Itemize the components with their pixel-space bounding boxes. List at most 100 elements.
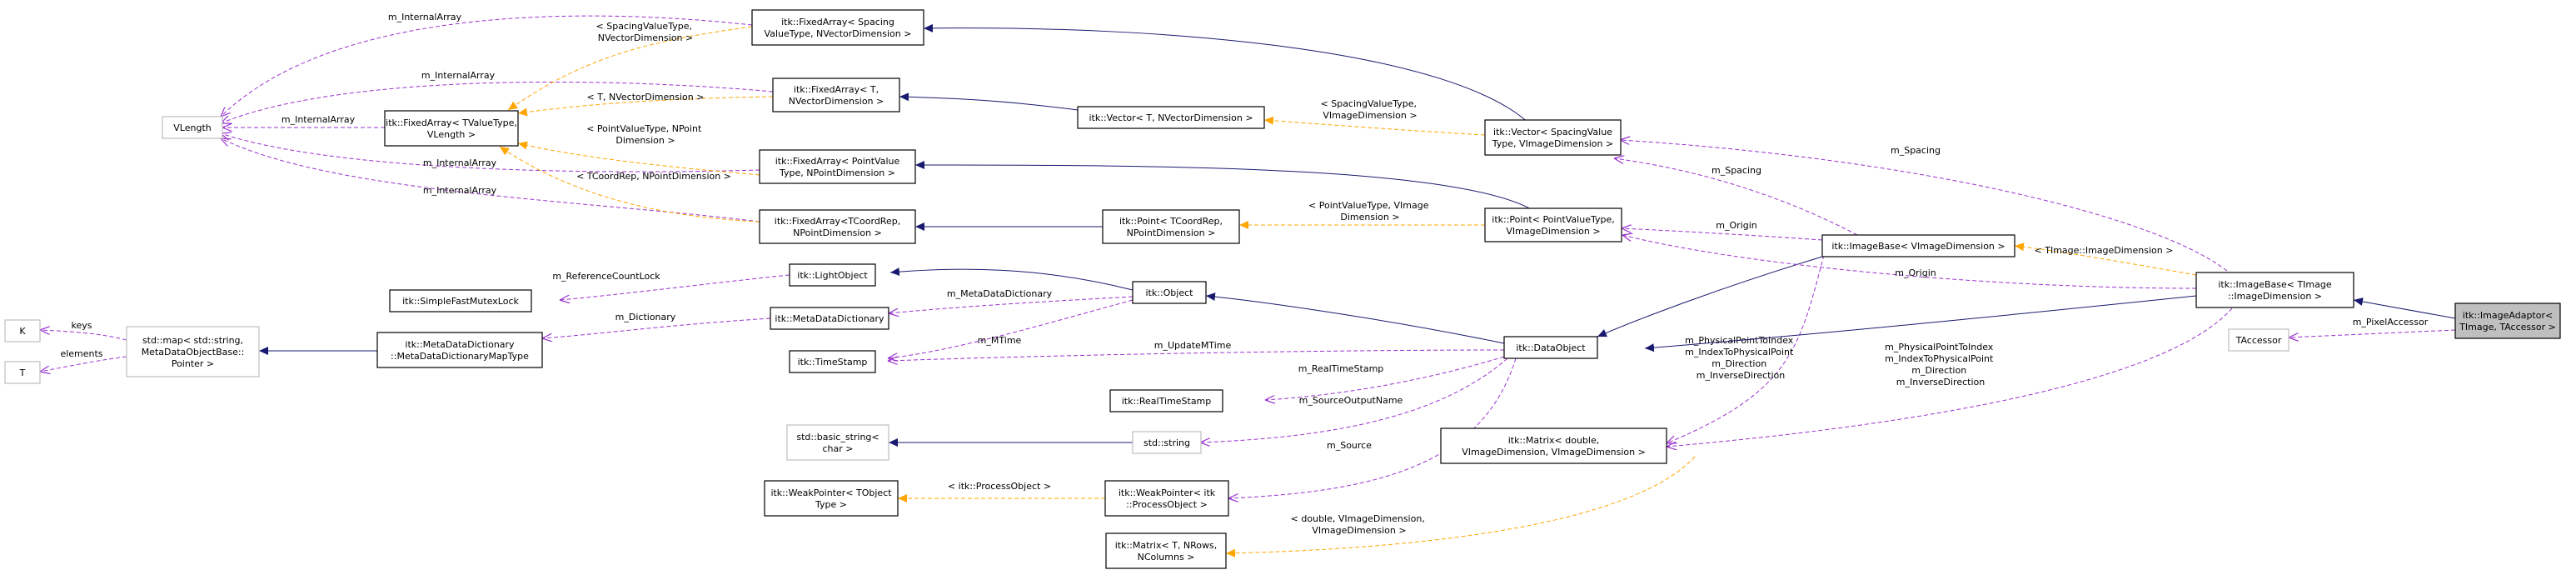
node-fa-t[interactable]: itk::FixedArray< T,NVectorDimension > [772,78,900,112]
label-ia-fa-tcoord: m_InternalArray [423,185,497,196]
node-mddmap[interactable]: itk::MetaDataDictionary::MetaDataDiction… [376,332,543,368]
node-label-line: Pointer > [172,358,214,369]
label-origin-2: m_Origin [1895,268,1936,278]
node-label-line: itk::FixedArray< TValueType, [386,118,517,128]
label-spacing-1: m_Spacing [1712,165,1761,176]
node-label-line: std::basic_string< [796,432,879,442]
node-label-line: itk::MetaDataDictionary [405,339,515,350]
edge-tpl-matrix [1225,456,1696,558]
edge-ia-fa-point [221,133,760,172]
node-label-line: itk::TimeStamp [798,357,868,368]
node-label-line: NPointDimension > [793,228,882,238]
node-imagebase-v[interactable]: itk::ImageBase< VImageDimension > [1821,234,2015,258]
node-label-line: itk::ImageBase< VImageDimension > [1831,241,2005,252]
label-tpl-t: < T, NVectorDimension > [587,92,705,102]
edge-origin-2 [1622,235,2197,289]
node-box [1503,336,1598,359]
node-box [751,9,924,46]
node-label-line: Type, NPointDimension > [779,168,895,178]
label-ia-fa-point: m_InternalArray [423,158,497,168]
label-tpl-matrix: < double, VImageDimension, VImageDimensi… [1291,513,1428,536]
node-dataobject[interactable]: itk::DataObject [1503,336,1598,359]
edge-inherit-vector-spacing [923,23,1533,128]
label-tpl-pt-value: < PointValueType, VImage Dimension > [1308,200,1432,222]
node-object[interactable]: itk::Object [1132,281,1207,304]
node-label-line: VLength > [427,129,476,140]
node-box [126,326,260,378]
edge-elements [40,356,127,372]
edge-pixel-accessor [2289,329,2456,338]
node-k: K [4,319,41,342]
node-fa-point[interactable]: itk::FixedArray< PointValueType, NPointD… [759,149,916,184]
node-box [1109,389,1223,412]
node-matrix-double[interactable]: itk::Matrix< double,VImageDimension, VIm… [1440,428,1667,464]
edge-tpl-imagedim [2014,242,2197,276]
node-box [1105,532,1227,569]
node-label-line: NColumns > [1138,552,1195,562]
edge-dictionary [542,318,771,338]
node-box [1132,431,1202,454]
node-label-line: K [19,326,26,337]
node-label-line: VLength [173,122,211,133]
node-box [764,480,899,517]
label-ref-count-lock: m_ReferenceCountLock [552,271,660,282]
label-meta-data-dict: m_MetaDataDictionary [947,288,1053,299]
edge-tpl-point [517,141,760,176]
label-tpl-tcoord: < TCoordRep, NPointDimension > [576,171,731,182]
edge-source-output-name [1200,358,1508,442]
node-label-line: Type > [815,499,847,510]
node-taccessor: TAccessor [2228,328,2290,352]
node-vector-spacing[interactable]: itk::Vector< SpacingValueType, VImageDim… [1484,119,1622,156]
node-box [1102,209,1240,244]
node-point-tcoord[interactable]: itk::Point< TCoordRep,NPointDimension > [1102,209,1240,244]
edge-inherit-dataobject [1205,292,1505,344]
node-timestamp[interactable]: itk::TimeStamp [789,350,876,373]
node-matrix-t[interactable]: itk::Matrix< T, NRows,NColumns > [1105,532,1227,569]
node-label-line: itk::LightObject [797,270,868,281]
node-label-line: NVectorDimension > [789,96,884,107]
edge-inherit-imagebase-t [1644,295,2197,352]
node-vector-t[interactable]: itk::Vector< T, NVectorDimension > [1077,106,1265,129]
edge-inherit-point-value [914,161,1533,211]
node-box [376,332,543,368]
node-lightobject[interactable]: itk::LightObject [789,263,876,287]
edge-inherit-vector-t [899,92,1079,111]
node-fa-tcoord[interactable]: itk::FixedArray<TCoordRep,NPointDimensio… [759,209,916,244]
edge-spacing-1 [1614,158,1858,236]
node-label-line: itk::RealTimeStamp [1122,396,1212,407]
node-mdd[interactable]: itk::MetaDataDictionary [770,307,889,330]
node-box [770,307,889,330]
edge-inherit-imagebase-v [1597,256,1823,338]
node-mutex[interactable]: itk::SimpleFastMutexLock [389,289,532,312]
node-box [1104,480,1229,517]
label-ia-fa-spacing: m_InternalArray [388,12,462,22]
node-box [789,263,876,287]
node-wp-process[interactable]: itk::WeakPointer< itk::ProcessObject > [1104,480,1229,517]
node-label-line: itk::WeakPointer< itk [1119,488,1216,498]
node-label-line: itk::Matrix< double, [1508,435,1599,446]
node-point-value[interactable]: itk::Point< PointValueType,VImageDimensi… [1484,208,1622,242]
node-fa-tvalue[interactable]: itk::FixedArray< TValueType,VLength > [384,110,519,147]
edge-inherit-imageadaptor [2353,298,2456,319]
node-box [162,116,223,139]
node-stdstring: std::string [1132,431,1202,454]
node-imageadaptor[interactable]: itk::ImageAdaptor<TImage, TAccessor > [2454,302,2561,339]
label-dictionary: m_Dictionary [615,312,676,322]
node-label-line: ValueType, NVectorDimension > [765,28,912,39]
node-label-line: char > [823,443,854,454]
node-box [772,78,900,112]
node-label-line: itk::MetaDataDictionary [775,313,884,324]
node-realtimestamp[interactable]: itk::RealTimeStamp [1109,389,1223,412]
node-label-line: itk::FixedArray<TCoordRep, [775,216,900,227]
edge-update-mtime [888,349,1505,361]
node-label-line: itk::DataObject [1516,342,1586,353]
node-label-line: itk::ImageBase< TImage [2218,279,2332,290]
node-label-line: itk::Vector< T, NVectorDimension > [1089,112,1253,123]
node-imagebase-t[interactable]: itk::ImageBase< TImage::ImageDimension > [2195,272,2354,308]
node-label-line: ::ImageDimension > [2228,291,2322,302]
node-label-line: itk::WeakPointer< TObject [770,488,892,498]
node-fa-spacing[interactable]: itk::FixedArray< SpacingValueType, NVect… [751,9,924,46]
edge-tpl-vec-spacing [1263,116,1486,136]
node-vlength: VLength [162,116,223,139]
